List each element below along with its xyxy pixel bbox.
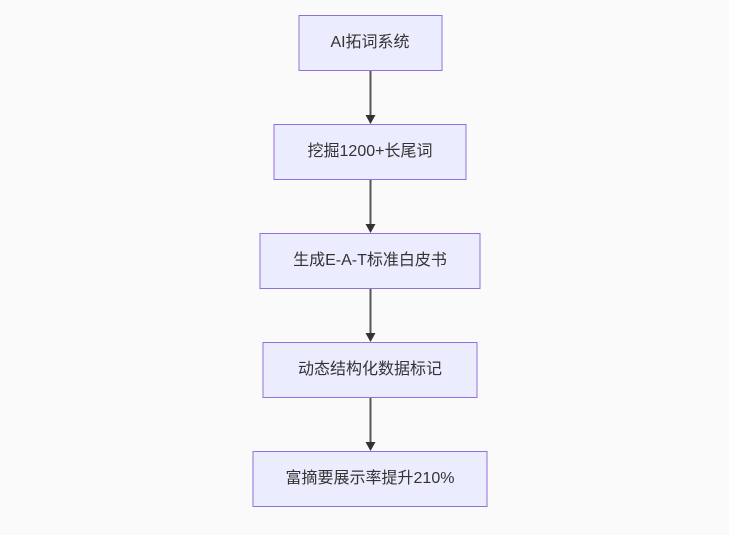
flow-node-rich-snippet-rate-increase: 富摘要展示率提升210% <box>252 451 488 507</box>
edge-line <box>369 398 371 442</box>
flowchart: AI拓词系统 挖掘1200+长尾词 生成E-A-T标准白皮书 动态结构化数据标记… <box>252 15 488 507</box>
flow-node-generate-eat-whitepaper: 生成E-A-T标准白皮书 <box>259 233 481 289</box>
flow-node-dynamic-structured-data-markup: 动态结构化数据标记 <box>262 342 478 398</box>
arrowhead-down-icon <box>365 224 375 233</box>
flow-edge-3 <box>365 289 375 342</box>
flow-edge-2 <box>365 180 375 233</box>
flow-node-label: 富摘要展示率提升210% <box>285 470 455 487</box>
arrowhead-down-icon <box>365 333 375 342</box>
flow-node-label: 生成E-A-T标准白皮书 <box>293 252 447 269</box>
flow-node-label: 动态结构化数据标记 <box>297 361 442 378</box>
flow-node-label: 挖掘1200+长尾词 <box>307 143 433 160</box>
arrowhead-down-icon <box>365 442 375 451</box>
flow-edge-4 <box>365 398 375 451</box>
flow-edge-1 <box>365 71 375 124</box>
arrowhead-down-icon <box>365 115 375 124</box>
flow-node-label: AI拓词系统 <box>330 34 410 51</box>
edge-line <box>369 289 371 333</box>
edge-line <box>369 71 371 115</box>
edge-line <box>369 180 371 224</box>
flow-node-ai-word-expansion-system: AI拓词系统 <box>298 15 442 71</box>
flow-node-mine-longtail-keywords: 挖掘1200+长尾词 <box>273 124 467 180</box>
